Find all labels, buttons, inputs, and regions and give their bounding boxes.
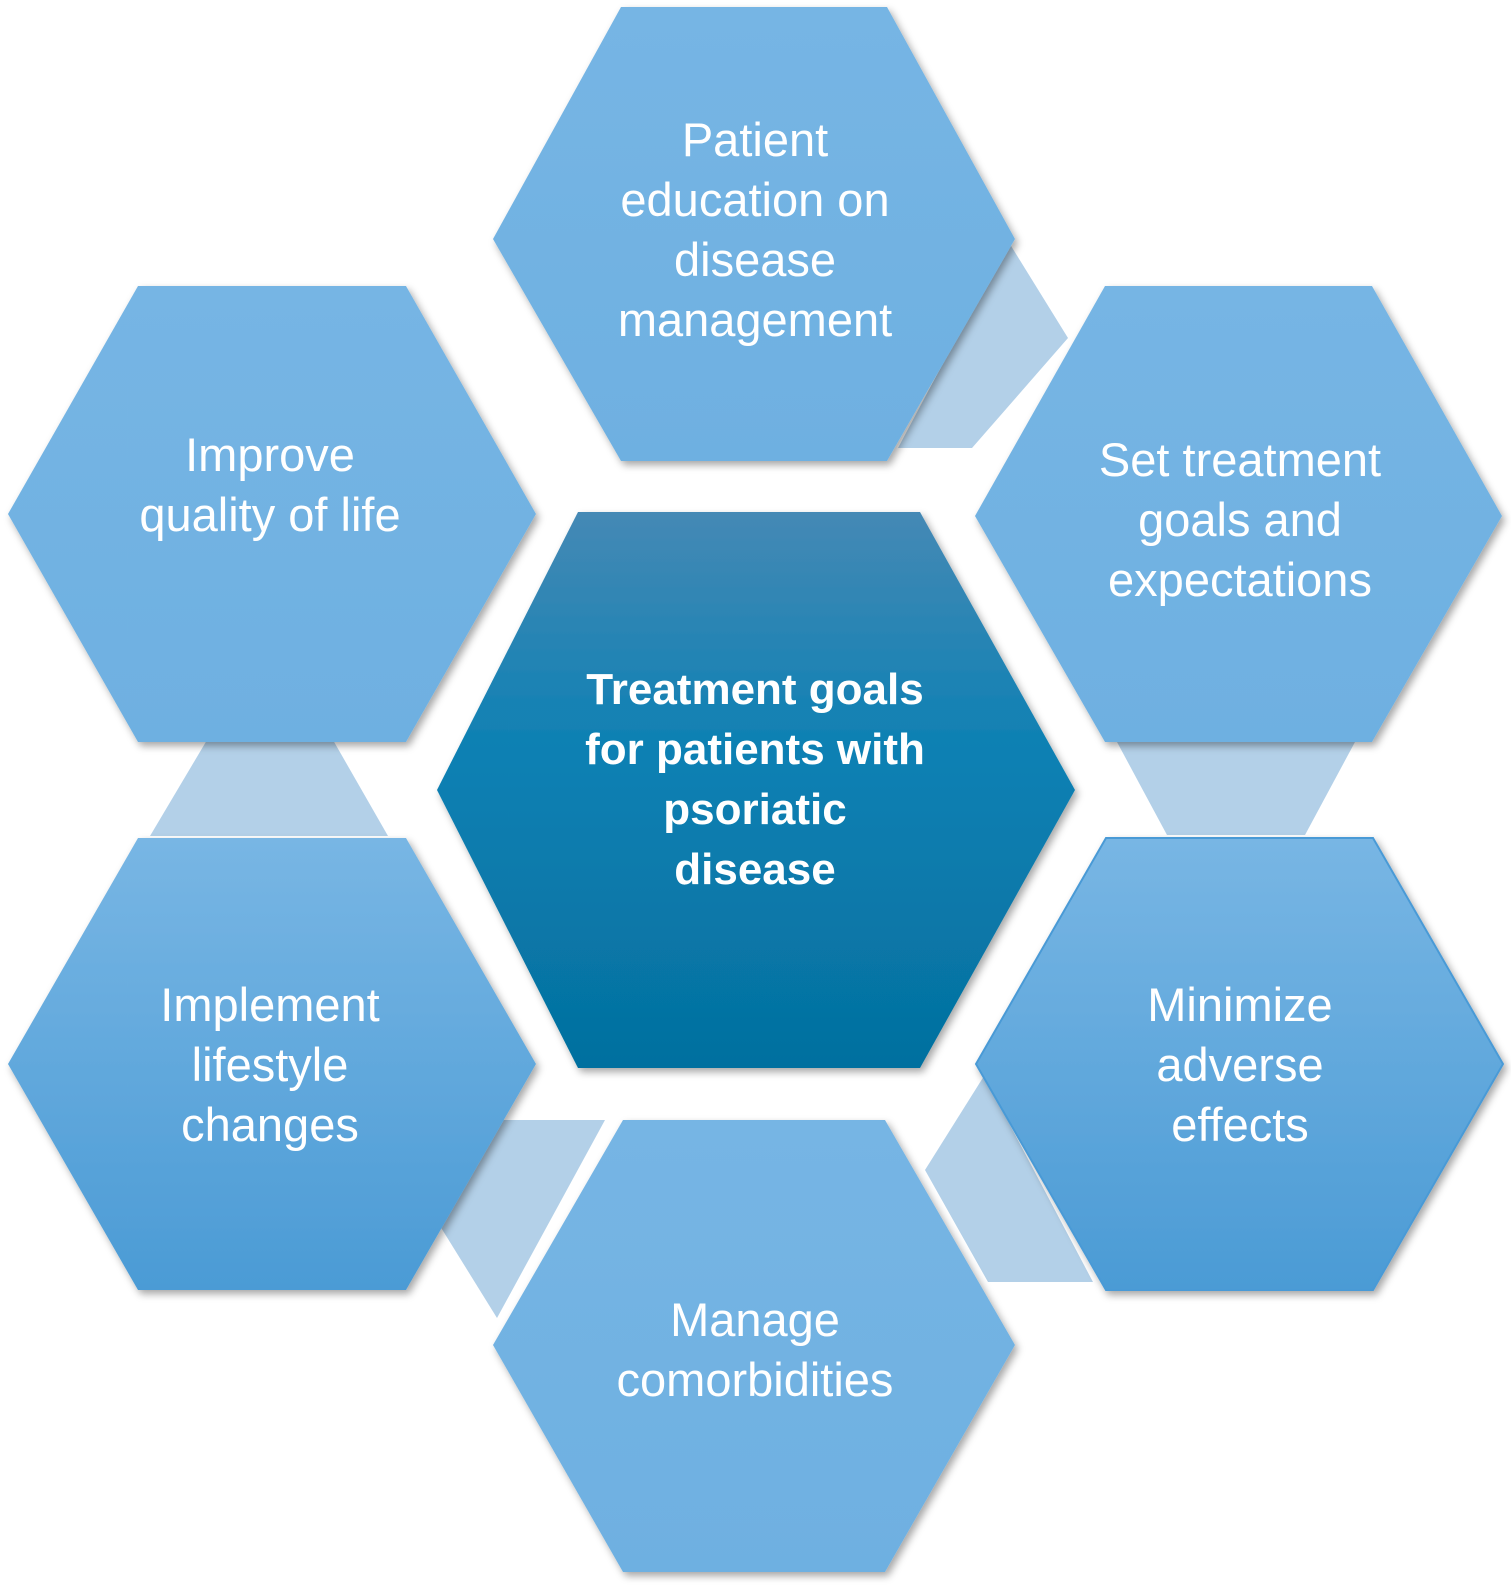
node-upper-right-line-2: goals and <box>1138 493 1342 546</box>
center-line-1: Treatment goals <box>586 665 924 714</box>
connectors <box>150 241 1355 1318</box>
connector-upper-right-lower-right <box>1117 742 1355 835</box>
hexagon-upper-left <box>8 286 536 742</box>
node-bottom-label: Manage comorbidities <box>555 1280 955 1420</box>
connector-bottom-lower-left <box>440 1120 605 1318</box>
node-lower-left-line-2: lifestyle <box>191 1038 349 1091</box>
node-bottom-line-1: Manage <box>670 1293 840 1346</box>
node-top-line-1: Patient <box>681 113 829 166</box>
hexagon-bottom <box>493 1120 1015 1572</box>
node-lower-right-line-3: effects <box>1171 1098 1309 1151</box>
node-top-line-4: management <box>617 293 893 346</box>
outer-hexagons <box>8 7 1505 1572</box>
connector-top-upper-right <box>898 241 1068 448</box>
node-top-label: Patient education on disease management <box>560 100 950 360</box>
node-upper-right-label: Set treatment goals and expectations <box>1040 420 1440 620</box>
hexagon-lower-right <box>974 837 1505 1291</box>
node-top-line-2: education on <box>620 173 890 226</box>
connector-lower-right-bottom <box>925 1076 1093 1282</box>
node-lower-left-label: Implement lifestyle changes <box>70 965 470 1165</box>
hexagon-upper-right <box>975 286 1502 742</box>
center-line-4: disease <box>674 845 836 894</box>
hexagon-lower-left <box>8 838 536 1290</box>
center-line-3: psoriatic <box>663 785 847 834</box>
node-upper-right-line-1: Set treatment <box>1098 433 1382 486</box>
node-upper-left-line-1: Improve <box>185 428 355 481</box>
node-lower-right-line-2: adverse <box>1156 1038 1324 1091</box>
connector-lower-left-upper-left <box>150 740 388 836</box>
center-line-2: for patients with <box>585 725 925 774</box>
node-upper-right-line-3: expectations <box>1108 553 1372 606</box>
center-label: Treatment goals for patients with psoria… <box>540 660 970 900</box>
hexagon-top <box>493 7 1015 461</box>
node-lower-right-label: Minimize adverse effects <box>1040 965 1440 1165</box>
node-lower-left-line-1: Implement <box>160 978 380 1031</box>
node-upper-left-line-2: quality of life <box>139 488 401 541</box>
node-upper-left-label: Improve quality of life <box>70 415 470 555</box>
node-bottom-line-2: comorbidities <box>616 1353 894 1406</box>
node-top-line-3: disease <box>674 233 836 286</box>
hexagon-center <box>437 512 1075 1068</box>
node-lower-right-line-1: Minimize <box>1147 978 1333 1031</box>
node-lower-left-line-3: changes <box>181 1098 359 1151</box>
